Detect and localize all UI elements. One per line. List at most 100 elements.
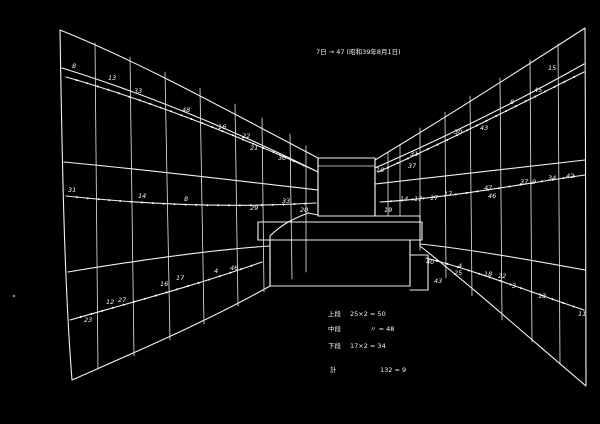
right-wall-mid-rail <box>374 159 586 185</box>
string-dot <box>514 105 517 108</box>
string-dot <box>231 134 234 137</box>
string-dot <box>229 271 232 274</box>
number-label: 46 <box>230 264 238 272</box>
string-dot <box>86 197 89 200</box>
right-wall-numbers: 15 45 8 43 30 31 10 37 42 34 37 9 47 46 … <box>376 64 586 318</box>
string-dot <box>86 82 89 85</box>
number-label: 8 <box>184 195 188 203</box>
number-label: 25 <box>454 269 462 277</box>
number-label: 20 <box>300 206 308 214</box>
right-wall-outline <box>374 27 587 387</box>
left-wall-mid-rail <box>63 161 319 191</box>
number-label: 37 <box>520 178 529 186</box>
string-dot <box>221 130 224 133</box>
string-dot <box>534 95 537 98</box>
string-dot <box>519 183 522 186</box>
string-dot <box>475 124 478 127</box>
right-string-lower <box>425 257 585 311</box>
tally-row-value: 〃 = 48 <box>370 325 394 333</box>
string-dot <box>495 114 498 117</box>
number-label: 8 <box>510 98 514 106</box>
number-label: 9 <box>532 178 536 186</box>
number-label: 27 <box>118 296 127 304</box>
number-label: 19 <box>384 206 392 214</box>
string-dot <box>433 196 436 199</box>
string-dot <box>108 199 111 202</box>
string-dot <box>541 294 544 297</box>
string-dot <box>509 283 512 286</box>
number-label: 43 <box>480 124 488 132</box>
right-wall <box>374 27 587 387</box>
string-dot <box>540 180 543 183</box>
string-dot <box>144 297 146 300</box>
string-dot <box>551 298 554 301</box>
platform-step-upper <box>257 221 423 241</box>
number-label: 33 <box>134 87 142 95</box>
string-dot <box>242 138 244 141</box>
number-label: 22 <box>498 272 506 280</box>
right-wall-top-rail <box>374 63 585 169</box>
string-dot <box>97 198 100 201</box>
number-label: 18 <box>484 270 492 278</box>
string-dot <box>435 259 438 262</box>
number-label: 17 <box>444 190 453 198</box>
string-dot <box>292 160 295 163</box>
string-dot <box>508 185 511 188</box>
string-dot <box>271 203 274 206</box>
string-dot <box>562 301 564 304</box>
marker-dots <box>75 75 576 318</box>
number-label: 16 <box>218 123 226 131</box>
string-dot <box>170 110 172 113</box>
string-dot <box>454 193 457 196</box>
tally-row-value: 25×2 = 50 <box>350 310 386 318</box>
string-dot <box>562 177 565 180</box>
platform-right-block <box>409 254 429 291</box>
string-dot <box>239 268 242 271</box>
string-dot <box>411 198 414 201</box>
right-string-middle <box>379 174 586 203</box>
string-dot <box>159 106 162 109</box>
string-dot <box>133 300 136 303</box>
number-label: 31 <box>68 186 76 194</box>
tally-row-label: 上段 <box>328 309 342 318</box>
string-dot <box>186 285 189 288</box>
string-dot <box>262 147 265 149</box>
number-label: 13 <box>538 292 546 300</box>
number-label: 17 <box>430 194 439 202</box>
platform <box>257 221 429 291</box>
string-dot <box>119 200 122 202</box>
string-dot <box>117 92 120 95</box>
number-label: 22 <box>242 132 250 140</box>
string-dot <box>456 134 459 137</box>
number-label: 15 <box>548 64 556 72</box>
number-label: 34 <box>548 174 556 182</box>
number-label: 10 <box>376 166 384 174</box>
string-dot <box>400 199 403 202</box>
tally-total-value: 132 = 9 <box>380 366 406 374</box>
string-dot <box>426 148 429 151</box>
string-dot <box>111 306 114 309</box>
number-label: 29 <box>250 204 258 212</box>
string-dot <box>485 119 488 122</box>
string-dot <box>180 114 183 117</box>
string-dot <box>190 118 193 121</box>
string-dot <box>154 294 157 297</box>
number-label: 33 <box>282 197 290 205</box>
left-string-upper <box>65 76 315 171</box>
string-dot <box>184 203 187 206</box>
string-dot <box>467 269 470 272</box>
string-dot <box>75 196 78 199</box>
string-dot <box>122 303 125 306</box>
tally-total-label: 計 <box>330 365 337 374</box>
string-dot <box>165 291 168 294</box>
number-label: 14 <box>138 192 146 200</box>
string-dot <box>530 290 533 293</box>
string-dot <box>476 190 479 193</box>
right-wall-low-rail <box>419 243 586 271</box>
string-dot <box>553 85 556 88</box>
number-label: 4 <box>214 267 218 275</box>
string-dot <box>520 287 523 290</box>
left-string-middle <box>65 195 317 206</box>
number-label: 17 <box>176 274 185 282</box>
